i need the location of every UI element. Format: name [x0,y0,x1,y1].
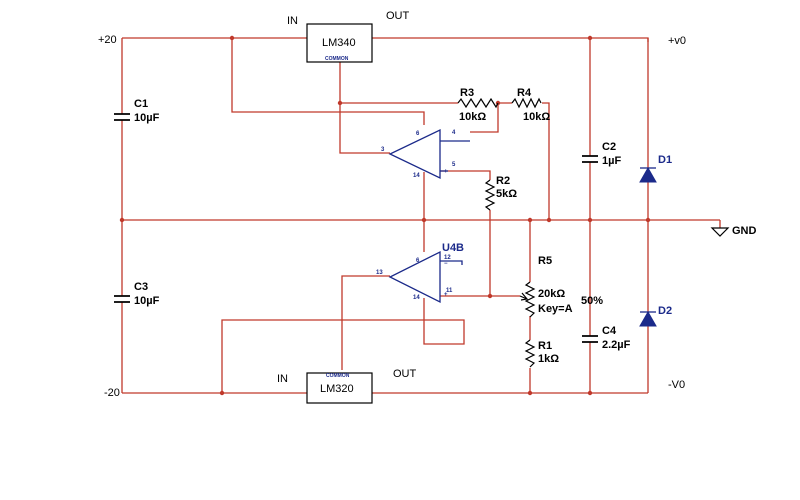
svg-text:R2: R2 [496,175,510,187]
opamp-bottom: − + U4B 13 12 11 6 14 [376,242,464,304]
bottom-opamp-pin-pos: 11 [446,288,453,294]
top-opamp-pin-v: 6 [416,131,420,137]
svg-text:Key=A: Key=A [538,303,573,315]
svg-text:+: + [444,292,448,298]
svg-text:−: − [444,261,448,267]
svg-text:C4: C4 [602,325,617,337]
resistor-r1: R1 1kΩ [524,339,559,368]
svg-text:10µF: 10µF [134,112,160,124]
lm340-in-label: IN [287,15,298,27]
capacitor-c2: C2 1µF [582,141,621,167]
bottom-opamp-pin-out: 13 [376,270,383,276]
lm320-label: LM320 [320,383,354,395]
svg-text:C1: C1 [134,98,148,110]
neg-input-label: -20 [104,387,120,399]
resistor-r4: R4 10kΩ [511,87,550,123]
wires [121,37,721,394]
regulator-lm340: LM340 COMMON IN OUT [287,10,410,63]
svg-text:C2: C2 [602,141,616,153]
svg-text:10µF: 10µF [134,295,160,307]
ground-symbol: GND [710,225,757,237]
pos-input-label: +20 [98,34,117,46]
svg-text:10kΩ: 10kΩ [523,111,550,123]
capacitor-c3: C3 10µF [114,281,160,326]
gnd-label: GND [732,225,757,237]
svg-text:+: + [444,169,448,175]
svg-text:2.2µF: 2.2µF [602,339,631,351]
capacitor-c4: C4 2.2µF [582,325,631,351]
u4b-label: U4B [442,242,464,254]
diode-d1: D1 [639,154,672,183]
junction-dots [119,35,651,396]
bottom-opamp-pin-neg: 12 [444,255,451,261]
capacitor-c1: C1 10µF [114,98,160,138]
lm340-common-label: COMMON [325,56,349,62]
svg-text:R1: R1 [538,340,552,352]
lm320-common-label: COMMON [326,373,350,379]
svg-text:−: − [444,139,448,145]
lm340-out-label: OUT [386,10,410,22]
top-opamp-pin-out: 3 [381,147,385,153]
regulator-lm320: LM320 COMMON IN OUT [277,368,417,404]
bottom-opamp-pin-gnd: 14 [413,295,420,301]
lm320-out-label: OUT [393,368,417,380]
svg-text:R3: R3 [460,87,474,99]
diode-d2: D2 [639,305,672,327]
svg-text:1kΩ: 1kΩ [538,353,559,365]
svg-text:1µF: 1µF [602,155,621,167]
svg-text:D1: D1 [658,154,672,166]
resistor-r3: R3 10kΩ [457,87,499,123]
top-opamp-pin-neg: 4 [452,130,456,136]
svg-text:C3: C3 [134,281,148,293]
top-opamp-pin-gnd: 14 [413,173,420,179]
svg-text:5kΩ: 5kΩ [496,188,517,200]
opamp-top: − + 3 4 5 6 14 [381,128,470,180]
resistor-r2: R2 5kΩ [484,175,517,211]
lm320-in-label: IN [277,373,288,385]
svg-text:10kΩ: 10kΩ [459,111,486,123]
lm340-label: LM340 [322,37,356,49]
svg-text:20kΩ: 20kΩ [538,288,565,300]
svg-text:R5: R5 [538,255,552,267]
svg-text:D2: D2 [658,305,672,317]
neg-output-label: -V0 [668,379,685,391]
top-opamp-pin-pos: 5 [452,162,456,168]
svg-text:R4: R4 [517,87,532,99]
potentiometer-r5: R5 20kΩ Key=A 50% [519,255,603,318]
pos-output-label: +v0 [668,35,686,47]
svg-text:50%: 50% [581,295,603,307]
bottom-opamp-pin-v: 6 [416,258,420,264]
